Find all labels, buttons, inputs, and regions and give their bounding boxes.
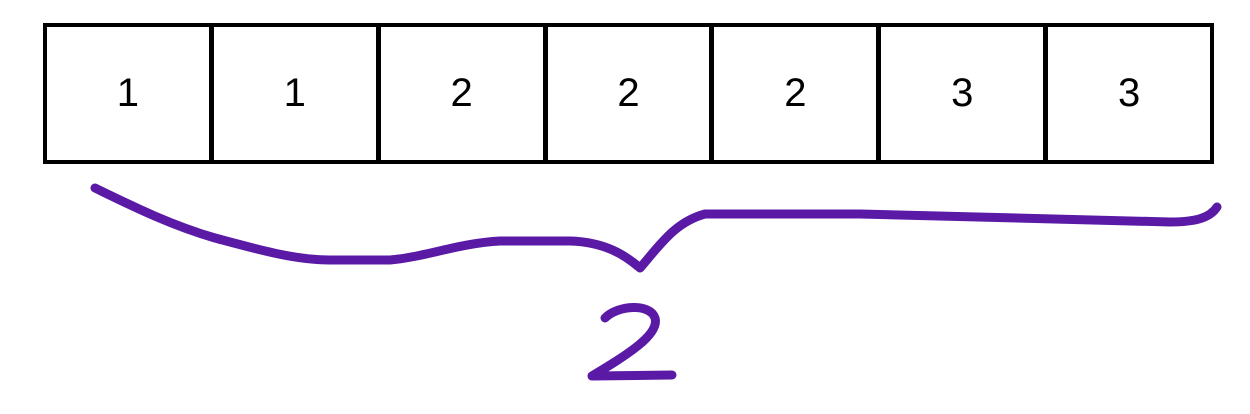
handwritten-digit-2 (587, 303, 677, 381)
array-cell-2: 1 (214, 27, 381, 160)
array-cell-4: 2 (548, 27, 715, 160)
array-cell-5: 2 (714, 27, 882, 160)
array-cell-1: 1 (47, 27, 214, 160)
array-cell-6: 3 (881, 27, 1049, 160)
array-cell-3: 2 (381, 27, 548, 160)
array-row: 1 1 2 2 2 3 3 (43, 23, 1214, 164)
array-cell-7: 3 (1117, 71, 1141, 115)
curly-brace (90, 183, 1222, 273)
